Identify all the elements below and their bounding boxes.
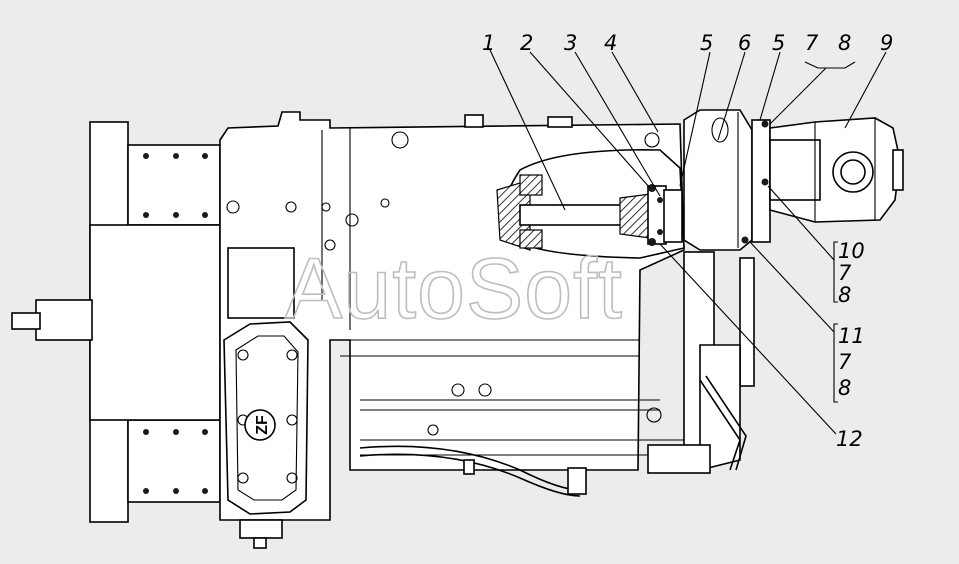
callout-3: 3: [564, 31, 577, 55]
callout-5: 5: [700, 31, 713, 55]
pump-drive-housing: [683, 109, 771, 251]
oil-lines: [359, 375, 747, 497]
callout-7: 7: [805, 31, 819, 55]
callout-8: 8: [838, 31, 851, 55]
zf-badge-text: ZF: [254, 415, 271, 435]
zf-badge: ZF: [244, 409, 276, 441]
cutaway-section: [496, 149, 685, 259]
callout-2: 2: [520, 31, 533, 55]
callout-7b: 7: [838, 261, 852, 285]
callout-12: 12: [836, 427, 863, 451]
watermark: AutoSoft: [285, 241, 623, 337]
callout-5b: 5: [772, 31, 785, 55]
drive-shaft: [519, 204, 631, 226]
leader-lines: [489, 49, 887, 435]
callout-10: 10: [838, 239, 865, 263]
callout-4: 4: [604, 31, 617, 55]
callout-8b: 8: [838, 283, 851, 307]
clutch-housing: [11, 121, 221, 523]
callout-11: 11: [838, 324, 865, 348]
callout-1: 1: [482, 31, 495, 55]
callout-6: 6: [738, 31, 751, 55]
callout-labels: 1 2 3 4 5 6 5 7 8 9 10 7 8 11 7 8 12: [482, 31, 893, 451]
callout-9: 9: [880, 31, 893, 55]
callout-7c: 7: [838, 350, 852, 374]
callout-8c: 8: [838, 376, 851, 400]
hydraulic-pump: [769, 117, 904, 223]
